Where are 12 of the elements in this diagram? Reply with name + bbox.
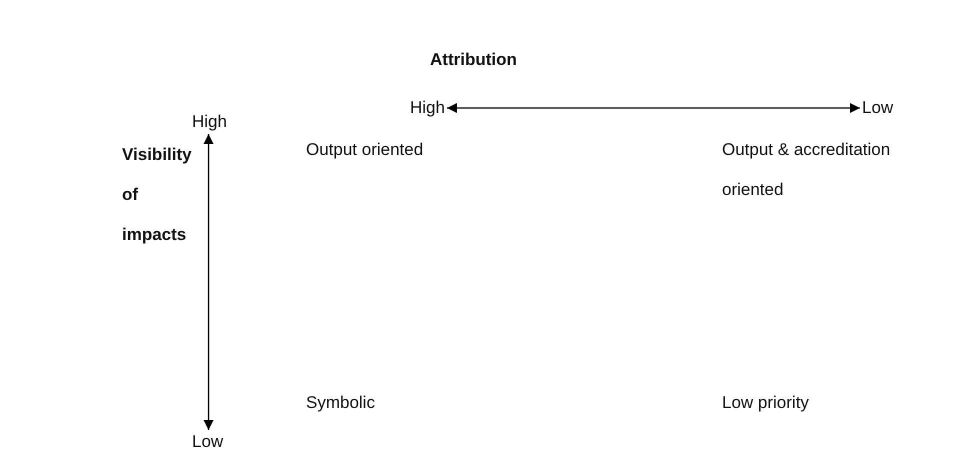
axis-title: Attribution [430, 49, 517, 71]
axis-end-label: High [192, 112, 227, 132]
double-arrow [204, 134, 214, 430]
quadrant-label: Symbolic [306, 392, 375, 414]
quadrant-label: Low priority [722, 392, 809, 414]
axis-end-label: Low [192, 432, 224, 452]
double-arrow [446, 103, 860, 113]
axis-title: Visibility of impacts [122, 144, 193, 246]
axis-end-label: Low [862, 98, 894, 118]
quadrant-label: Output & accreditation oriented [722, 139, 892, 201]
axis-end-label: High [410, 98, 445, 118]
quadrant-label: Output oriented [306, 139, 424, 161]
